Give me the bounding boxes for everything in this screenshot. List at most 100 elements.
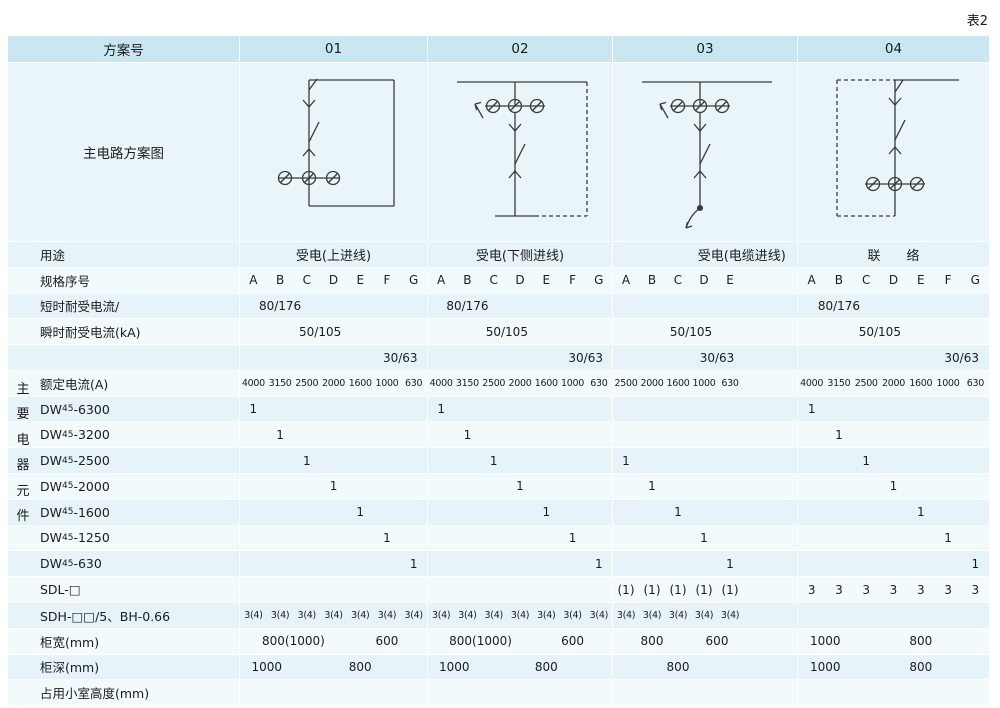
cell-dw45-1600-s2-6 xyxy=(586,500,612,525)
cell-dw45-1250-s3-4 xyxy=(717,526,743,551)
cell-sdh-s3-4: 3(4) xyxy=(720,609,740,621)
cell-spec-serial-s4-6: G xyxy=(970,273,980,288)
category-char: 器 xyxy=(16,458,30,474)
circuit-diagram-incoming-cable xyxy=(641,81,772,229)
cell-sdh-s4-2 xyxy=(853,603,880,628)
row-strip-withstand-80 xyxy=(8,294,38,319)
span-withstand-50-s4-0 xyxy=(798,319,825,344)
row-label-room-height: 占用小室高度(mm) xyxy=(38,680,240,706)
cell-spec-serial-s3-0: A xyxy=(621,273,631,288)
row-dw45-3200-s2: 1 xyxy=(428,422,613,448)
cell-dw45-1600-s1-0 xyxy=(240,500,267,525)
span-cab-depth-s1-1: 800 xyxy=(348,659,372,674)
cell-dw45-2000-s2-2 xyxy=(481,474,507,499)
cell-dw45-3200-s1-2 xyxy=(293,422,320,447)
row-withstand-80-s1: 80/176 xyxy=(240,293,428,319)
row-dw45-1600-s2: 1 xyxy=(428,499,613,525)
cell-spec-serial-s3-4: E xyxy=(726,273,734,288)
cell-dw45-630-s1-4 xyxy=(347,551,374,576)
cell-dw45-1600-s2-5 xyxy=(559,500,585,525)
row-strip-cab-depth xyxy=(8,655,38,680)
row-withstand-30-s3: 30/63 xyxy=(613,345,798,370)
cell-dw45-2500-s4-1 xyxy=(825,448,852,473)
cell-sdh-s4-0 xyxy=(798,603,825,628)
cell-dw45-6300-s4-6 xyxy=(962,397,989,422)
cell-dw45-2500-s2-4 xyxy=(533,448,559,473)
span-withstand-80-s4-0: 80/176 xyxy=(817,298,861,313)
row-dw45-1600-s4: 1 xyxy=(798,499,990,525)
row-dw45-2500-s3: 1 xyxy=(613,448,798,474)
cell-spec-serial-s3-1: B xyxy=(647,273,657,288)
cell-sdl-s1-4 xyxy=(347,577,374,602)
cell-dw45-2000-s2-5 xyxy=(559,474,585,499)
cell-dw45-6300-s3-1 xyxy=(639,397,665,422)
cell-sdl-s2-1 xyxy=(454,577,480,602)
cell-dw45-1600-s2-4: 1 xyxy=(542,505,551,520)
span-withstand-80-s1-0: 80/176 xyxy=(258,298,302,313)
row-dw45-1250-s2: 1 xyxy=(428,525,613,551)
cell-sdh-s4-3 xyxy=(880,603,907,628)
cell-dw45-3200-s4-1: 1 xyxy=(835,427,843,442)
cell-dw45-1600-s2-1 xyxy=(454,500,480,525)
cell-dw45-1250-s2-0 xyxy=(428,526,454,551)
ct-circles xyxy=(669,98,730,114)
cell-dw45-1250-s1-6 xyxy=(400,526,427,551)
isolator-tick xyxy=(893,79,904,93)
cell-dw45-630-s4-0 xyxy=(798,551,825,576)
cell-rated-current-s4-2: 2500 xyxy=(854,377,878,389)
cell-dw45-1600-s1-1 xyxy=(267,500,294,525)
cell-sdl-s4-5: 3 xyxy=(944,582,952,597)
span-withstand-30-s2-0 xyxy=(428,345,559,370)
row-dw45-1250-s3: 1 xyxy=(613,525,798,551)
cell-spec-serial-s4-0: A xyxy=(807,273,816,288)
circuit-diagram-incoming-top xyxy=(277,78,395,207)
cell-dw45-2000-s4-0 xyxy=(798,474,825,499)
cell-dw45-630-s1-6: 1 xyxy=(409,556,418,571)
isolator-tick xyxy=(307,78,318,91)
span-cab-width-s2-1: 600 xyxy=(561,634,585,649)
cell-sdh-s2-6: 3(4) xyxy=(589,609,609,621)
row-dw45-6300-s1: 1 xyxy=(240,396,428,422)
cell-sdh-s3-2: 3(4) xyxy=(668,609,688,621)
cell-dw45-2500-s2-5 xyxy=(559,448,585,473)
cell-dw45-2000-s1-3: 1 xyxy=(329,479,338,494)
breaker-blade xyxy=(698,143,711,165)
cell-dw45-2500-s1-3 xyxy=(320,448,347,473)
cell-dw45-3200-s2-6 xyxy=(586,422,612,447)
span-withstand-50-s4-1: 50/105 xyxy=(858,324,901,339)
category-char: 元 xyxy=(16,483,30,499)
cell-dw45-630-s2-3 xyxy=(507,551,533,576)
cell-dw45-2500-s1-6 xyxy=(400,448,427,473)
cell-rated-current-s3-4: 630 xyxy=(721,377,739,389)
cell-dw45-630-s4-5 xyxy=(934,551,961,576)
cell-dw45-3200-s2-0 xyxy=(428,422,454,447)
row-strip-spec-serial xyxy=(8,268,38,293)
span-withstand-50-s1-1: 50/105 xyxy=(299,324,342,339)
row-dw45-1600-s3: 1 xyxy=(613,499,798,525)
row-withstand-30-s1: 30/63 xyxy=(240,345,428,370)
row-strip-dw45-630 xyxy=(8,551,38,576)
cell-spec-serial-s1-5: F xyxy=(383,273,391,288)
span-withstand-30-s1-1: 30/63 xyxy=(382,350,418,365)
cell-spec-serial-s4-4: E xyxy=(916,273,925,288)
span-usage-s2-0: 受电(下侧进线) xyxy=(475,248,565,264)
cell-sdl-s4-0: 3 xyxy=(807,582,816,597)
cell-dw45-1600-s1-6 xyxy=(400,500,427,525)
cell-dw45-3200-s1-6 xyxy=(400,422,427,447)
cell-dw45-1600-s2-2 xyxy=(481,500,507,525)
cell-rated-current-s1-4: 1600 xyxy=(348,377,372,389)
cell-dw45-2000-s2-0 xyxy=(428,474,454,499)
arrow-mark xyxy=(473,103,484,119)
row-sdh-s3: 3(4)3(4)3(4)3(4)3(4) xyxy=(613,602,798,628)
cell-dw45-630-s1-0 xyxy=(240,551,267,576)
